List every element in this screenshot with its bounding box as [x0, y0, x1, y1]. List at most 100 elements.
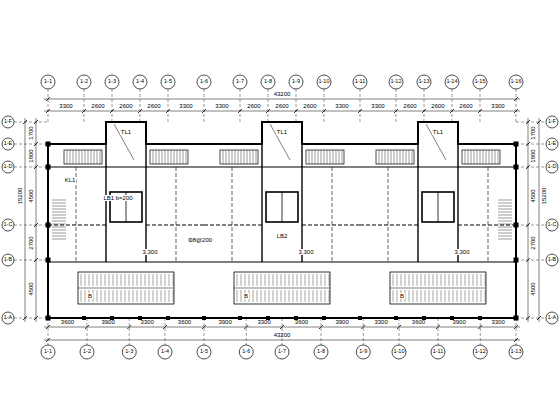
hatch — [265, 290, 266, 302]
axis-label: 1-F — [548, 119, 556, 125]
total-dimension: 43200 — [274, 332, 291, 338]
hatch — [409, 290, 410, 302]
axis-line — [246, 318, 247, 345]
stair-tread — [52, 233, 66, 234]
dim-tick — [34, 165, 38, 169]
hatch — [305, 274, 306, 286]
dim-tick — [514, 97, 518, 101]
hatch — [498, 150, 499, 164]
axis-bubble — [445, 75, 459, 89]
hatch — [249, 274, 250, 286]
stair-tread — [498, 239, 512, 240]
axis-label: 1-11 — [433, 349, 444, 355]
axis-bubble — [2, 161, 14, 173]
hatch — [312, 150, 313, 164]
wall — [261, 144, 262, 262]
stair-tread — [52, 239, 66, 240]
hatch — [391, 150, 392, 164]
axis-label: 1-13 — [418, 79, 429, 85]
dim-tick — [110, 109, 114, 113]
axis-label: 1-5 — [200, 349, 208, 355]
axis-bubble — [546, 219, 558, 231]
stair-tread — [52, 206, 66, 207]
hatch — [100, 150, 101, 164]
axis-line — [14, 260, 48, 261]
axis-label: 1-A — [548, 315, 557, 321]
dim-tick — [166, 109, 170, 113]
hatch — [241, 150, 242, 164]
beam — [232, 167, 233, 262]
hatch — [325, 290, 326, 302]
axis-label: 1-6 — [200, 79, 208, 85]
axis-bubble — [317, 75, 331, 89]
axis-bubble — [2, 219, 14, 231]
axis-line — [140, 89, 141, 122]
hatch — [393, 290, 394, 302]
dim-tick — [46, 97, 50, 101]
structural-note: B — [87, 293, 93, 299]
dimension-line — [25, 118, 26, 322]
stair-tread — [498, 212, 512, 213]
axis-bubble — [509, 345, 523, 359]
hatch — [297, 274, 298, 286]
hatch — [293, 274, 294, 286]
hatch — [433, 274, 434, 286]
stair-tread — [52, 203, 66, 204]
stair-tread — [498, 209, 512, 210]
dimension: 4500 — [28, 282, 34, 295]
hatch — [226, 150, 227, 164]
hatch — [129, 290, 130, 302]
hatch — [301, 274, 302, 286]
axis-bubble — [158, 345, 172, 359]
hatch — [168, 150, 169, 164]
dim-tick — [358, 109, 362, 113]
hatch — [437, 274, 438, 286]
dim-tick — [34, 316, 38, 320]
hatch — [153, 290, 154, 302]
hatch — [382, 150, 383, 164]
hatch — [183, 150, 184, 164]
hatch — [289, 274, 290, 286]
axis-bubble — [546, 138, 558, 150]
dim-tick — [163, 325, 167, 329]
axis-line — [516, 144, 546, 145]
axis-label: 1-3 — [125, 349, 133, 355]
dimension: 3300 — [257, 319, 270, 325]
column — [514, 165, 519, 170]
beam — [488, 167, 489, 262]
structural-note: TL1 — [432, 129, 444, 135]
stair-tread — [498, 224, 512, 225]
dim-tick — [46, 338, 50, 342]
dim-tick — [526, 223, 530, 227]
dimension: 1800 — [28, 149, 34, 162]
wall — [390, 288, 486, 289]
hatch — [269, 274, 270, 286]
stair-line — [114, 124, 134, 160]
hatch — [232, 150, 233, 164]
axis-line — [204, 318, 205, 345]
dim-tick — [526, 316, 530, 320]
stair-tread — [52, 227, 66, 228]
dim-tick — [266, 109, 270, 113]
dimension-line — [539, 118, 540, 322]
dimension-line — [44, 111, 520, 112]
dim-tick — [526, 120, 530, 124]
slab-strip — [150, 150, 188, 164]
hatch — [101, 274, 102, 286]
axis-line — [438, 318, 439, 345]
beam — [204, 225, 262, 226]
axis-bubble — [122, 345, 136, 359]
hatch — [125, 274, 126, 286]
hatch — [406, 150, 407, 164]
axis-bubble — [2, 312, 14, 324]
hatch — [149, 290, 150, 302]
axis-label: 1-15 — [474, 79, 485, 85]
hatch — [273, 290, 274, 302]
column — [82, 316, 86, 320]
stair-tread — [52, 215, 66, 216]
hatch — [285, 290, 286, 302]
hatch — [121, 274, 122, 286]
hatch — [244, 150, 245, 164]
hatch — [461, 290, 462, 302]
beam — [332, 167, 333, 262]
